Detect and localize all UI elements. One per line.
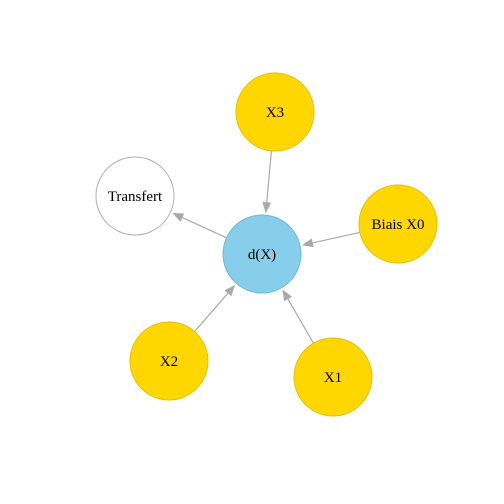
node-transfert: Transfert (95, 156, 175, 236)
node-biais: Biais X0 (358, 184, 438, 264)
node-dx: d(X) (222, 214, 302, 294)
arrowhead-dx-to-transfert (172, 213, 185, 222)
node-x1: X1 (293, 337, 373, 417)
node-label-x3: X3 (266, 105, 284, 121)
edge-x1-to-dx (287, 298, 315, 344)
edge-dx-to-transfert (182, 217, 227, 239)
node-label-x2: X2 (160, 354, 178, 370)
edge-biais-to-dx (312, 231, 361, 244)
node-label-biais: Biais X0 (372, 217, 425, 233)
node-circle-biais (358, 184, 438, 264)
arrowhead-x2-to-dx (224, 284, 236, 297)
node-label-dx: d(X) (248, 247, 276, 263)
node-circle-x2 (129, 321, 209, 401)
arrowhead-biais-to-dx (302, 238, 314, 248)
node-circle-x1 (293, 337, 373, 417)
node-circle-dx (222, 214, 302, 294)
node-x3: X3 (235, 72, 315, 152)
arrowhead-x1-to-dx (282, 289, 292, 302)
node-circle-x3 (235, 72, 315, 152)
edge-x3-to-dx (266, 150, 273, 203)
edges-layer (172, 150, 361, 344)
node-label-transfert: Transfert (108, 189, 163, 205)
node-label-x1: X1 (324, 370, 342, 386)
node-circle-transfert (95, 156, 175, 236)
node-x2: X2 (129, 321, 209, 401)
edge-x2-to-dx (194, 292, 229, 332)
arrowhead-x3-to-dx (262, 201, 272, 214)
